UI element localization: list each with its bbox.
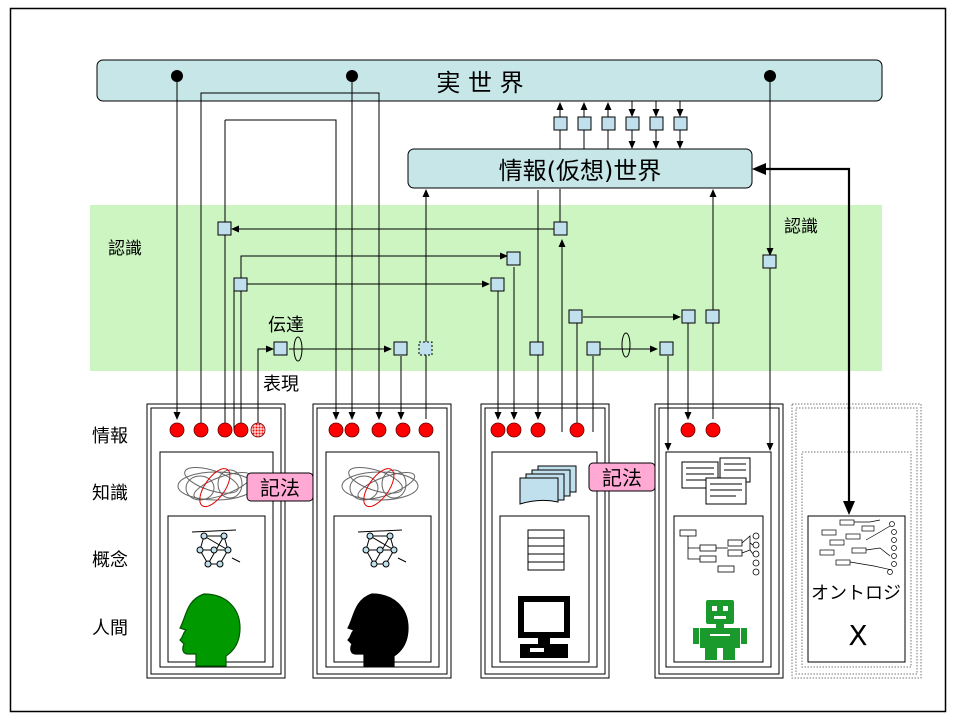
node-square [217, 221, 232, 236]
info-dot [371, 422, 387, 438]
info-dot [344, 422, 360, 438]
ontology-box [807, 515, 906, 663]
info-dot-faded [250, 422, 266, 438]
node-square [273, 341, 288, 356]
info-dot [217, 422, 233, 438]
arrowhead [843, 501, 855, 515]
info-dot [395, 422, 411, 438]
info-dot [490, 422, 506, 438]
info-dot [169, 422, 185, 438]
info-dot [506, 422, 522, 438]
interface-arrows [556, 101, 684, 149]
row-label-human: 人間 [92, 618, 128, 639]
computer-icon [518, 596, 570, 658]
list-icon [527, 529, 565, 571]
ontology-mark: X [848, 619, 867, 652]
row-label-information: 情報 [92, 426, 128, 447]
ontology-label: オントロジ [811, 583, 901, 604]
expression-ellipse [293, 336, 303, 362]
documents-icon [519, 465, 577, 505]
node-square [681, 309, 696, 324]
node-square [673, 116, 688, 131]
info-dot [705, 422, 721, 438]
node-square [586, 341, 601, 356]
node-square-dashed [418, 341, 433, 356]
interface-nodes [553, 116, 688, 131]
info-dot [530, 422, 546, 438]
scribble-icon [341, 466, 419, 508]
robot-icon [693, 600, 747, 660]
node-square [625, 116, 640, 131]
arrowhead [752, 163, 766, 175]
real-world-title: 実 世 界 [436, 69, 523, 97]
node-square [506, 251, 521, 266]
node-square [649, 116, 664, 131]
band-nodes [217, 221, 777, 356]
virtual-world-title: 情報(仮想)世界 [499, 157, 662, 185]
notation-badge [246, 472, 314, 502]
node-square [233, 277, 248, 292]
info-dot [418, 422, 434, 438]
node-square [762, 254, 777, 269]
recognition-label: 認識 [784, 217, 818, 237]
tree-icon [819, 519, 897, 575]
node-square [490, 277, 505, 292]
node-square [659, 341, 674, 356]
network-icon [357, 529, 407, 568]
tree-icon [679, 529, 760, 576]
network-icon [191, 529, 241, 568]
node-square [568, 309, 583, 324]
ontology-connector [760, 167, 851, 508]
forms-icon [681, 457, 751, 505]
row-label-concept: 概念 [92, 549, 128, 571]
virtual-world-bar [407, 148, 753, 189]
human-head-icon [179, 593, 241, 667]
expression-label: 表現 [263, 374, 299, 395]
info-dot [680, 422, 696, 438]
notation-label: 記法 [602, 466, 642, 490]
human-head-icon [347, 593, 409, 667]
recognition-band [90, 205, 882, 371]
recognition-label: 認識 [108, 239, 142, 259]
info-dot [328, 422, 344, 438]
transmission-label: 伝達 [268, 315, 304, 336]
info-dot [569, 422, 585, 438]
notation-badge [588, 462, 656, 492]
real-world-bar [96, 59, 883, 102]
info-dot [233, 422, 249, 438]
node-square [601, 116, 616, 131]
node-square [553, 221, 568, 236]
node-square [553, 116, 568, 131]
row-label-knowledge: 知識 [92, 483, 128, 504]
information-dots [169, 422, 721, 438]
node-square [705, 309, 720, 324]
notation-label: 記法 [260, 476, 300, 500]
info-dot [193, 422, 209, 438]
node-square [529, 341, 544, 356]
node-square [393, 341, 408, 356]
expression-ellipse [621, 332, 631, 358]
node-square [577, 116, 592, 131]
